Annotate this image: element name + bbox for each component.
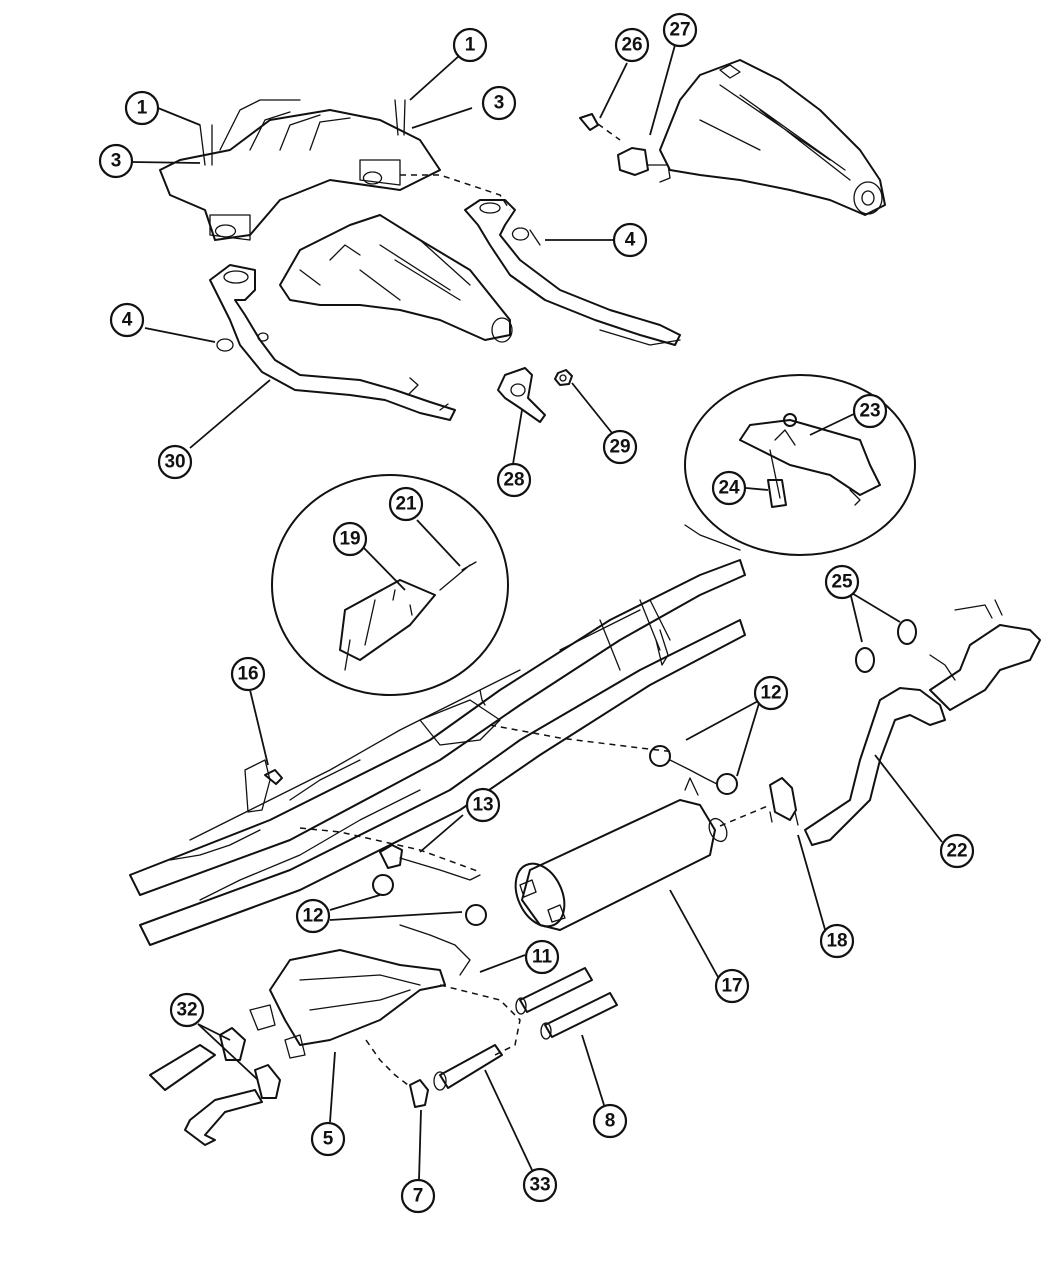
svg-text:29: 29	[609, 437, 630, 458]
svg-text:11: 11	[532, 947, 553, 968]
callout-12-lower: 12	[295, 898, 331, 934]
isolator-12-lower	[372, 874, 487, 926]
svg-text:7: 7	[413, 1186, 424, 1207]
svg-text:22: 22	[946, 841, 967, 862]
callout-24: 24	[711, 470, 747, 506]
muffler-to-clamp-line	[719, 804, 771, 827]
callout-11: 11	[524, 939, 560, 975]
nut-29	[554, 369, 573, 386]
clamp-7	[409, 1079, 429, 1108]
callout-27: 27	[662, 12, 698, 48]
svg-text:3: 3	[494, 93, 505, 114]
hanger-bracket-28	[497, 367, 546, 423]
svg-text:4: 4	[625, 230, 636, 251]
svg-text:5: 5	[323, 1129, 334, 1150]
callout-21: 21	[388, 486, 424, 522]
callout-22: 22	[939, 833, 975, 869]
svg-text:8: 8	[605, 1111, 616, 1132]
bolt-26	[579, 113, 621, 141]
tailpipe-22	[804, 599, 1041, 846]
callout-8: 8	[592, 1103, 628, 1139]
vehicle-frame	[129, 559, 746, 946]
pipes-8	[515, 967, 618, 1040]
callout-30: 30	[157, 444, 193, 480]
svg-text:4: 4	[122, 310, 133, 331]
transmission-left	[279, 214, 513, 343]
callout-3-upper: 3	[481, 85, 517, 121]
callout-12-upper: 12	[753, 675, 789, 711]
svg-text:25: 25	[831, 572, 853, 593]
callout-28: 28	[496, 462, 532, 498]
svg-text:33: 33	[529, 1175, 550, 1196]
callout-13: 13	[465, 787, 501, 823]
exhaust-pipe-right	[464, 199, 681, 346]
callout-4-right: 4	[612, 222, 648, 258]
svg-text:16: 16	[237, 664, 258, 685]
callout-33: 33	[522, 1167, 558, 1203]
muffler-17	[514, 777, 728, 931]
exhaust-pipe-left	[209, 264, 456, 421]
callout-29: 29	[602, 429, 638, 465]
callout-7: 7	[400, 1178, 436, 1214]
svg-text:12: 12	[760, 683, 781, 704]
pipes-32	[149, 1027, 281, 1146]
svg-text:27: 27	[669, 20, 690, 41]
isolator-12-upper	[649, 745, 738, 795]
callout-19: 19	[332, 521, 368, 557]
callout-18: 18	[819, 923, 855, 959]
svg-text:30: 30	[164, 452, 185, 473]
svg-text:26: 26	[621, 35, 642, 56]
svg-text:18: 18	[826, 931, 847, 952]
callout-25: 25	[824, 564, 860, 600]
svg-text:13: 13	[472, 795, 493, 816]
svg-text:19: 19	[339, 529, 360, 550]
callout-3-left: 3	[98, 143, 134, 179]
svg-text:28: 28	[503, 470, 524, 491]
svg-text:1: 1	[465, 35, 476, 56]
svg-text:3: 3	[111, 151, 122, 172]
catalytic-converter-5	[249, 924, 471, 1059]
callout-1-upper: 1	[452, 27, 488, 63]
detail-circle-heat-shield	[271, 474, 509, 706]
callout-4-left: 4	[109, 302, 145, 338]
svg-text:17: 17	[721, 976, 742, 997]
detail-circle-hanger	[684, 374, 916, 556]
leader-lines	[131, 44, 943, 1181]
svg-text:23: 23	[859, 401, 880, 422]
callout-16: 16	[230, 656, 266, 692]
exhaust-manifold-assembly	[159, 99, 511, 241]
callout-17: 17	[714, 968, 750, 1004]
svg-text:21: 21	[395, 494, 417, 515]
svg-text:12: 12	[302, 906, 323, 927]
isolator-25	[855, 619, 956, 681]
clamp-7-line	[365, 1039, 409, 1086]
bolt-16	[264, 769, 283, 785]
callout-23: 23	[852, 393, 888, 429]
callout-26: 26	[614, 27, 650, 63]
clamp-18	[769, 777, 799, 826]
hanger-13	[379, 844, 481, 881]
pipe-33	[433, 1044, 503, 1091]
svg-text:1: 1	[137, 98, 148, 119]
mount-bracket-27	[617, 147, 671, 183]
svg-text:32: 32	[176, 1000, 197, 1021]
svg-text:24: 24	[718, 478, 740, 499]
callout-5: 5	[310, 1121, 346, 1157]
transmission-right	[659, 59, 886, 216]
cat-to-pipe-line	[439, 984, 521, 1056]
callout-1-left: 1	[124, 90, 160, 126]
callout-32: 32	[169, 992, 205, 1028]
